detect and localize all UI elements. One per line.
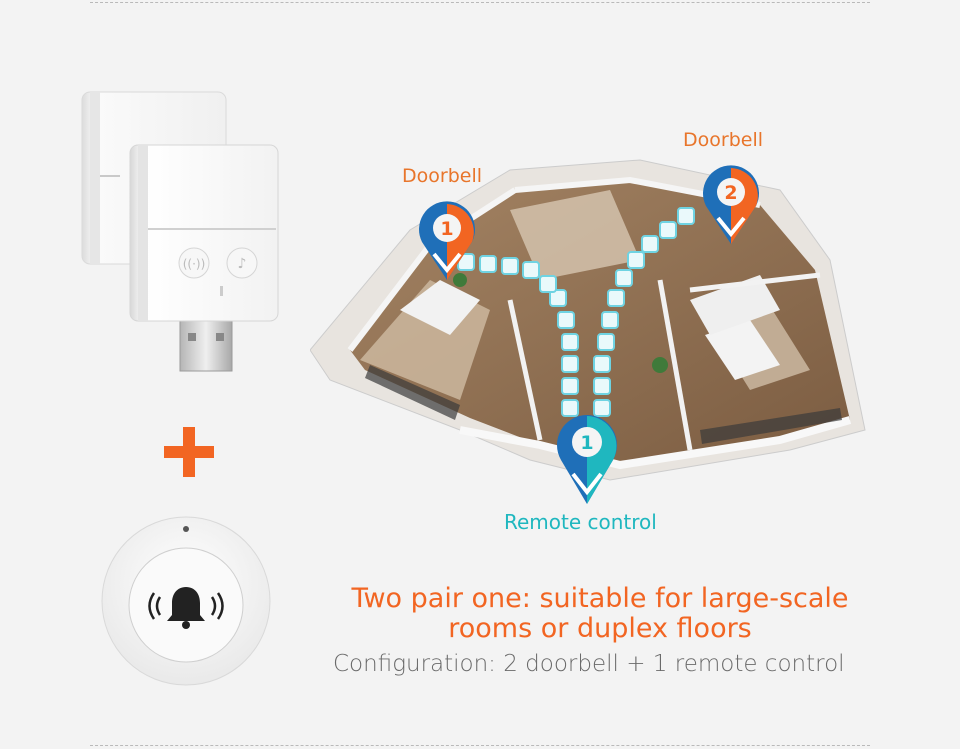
- bell-icon: [148, 587, 224, 629]
- arrow-path: [457, 207, 695, 417]
- remote-location-pin-icon: 1: [557, 415, 617, 504]
- svg-text:((·)): ((·)): [183, 257, 206, 271]
- remote-number: 1: [580, 432, 593, 454]
- bottom-divider: [90, 745, 870, 746]
- receiver-front: ((·)) ♪: [129, 144, 279, 372]
- doorbell-2-location-pin-icon: 2: [703, 165, 759, 244]
- configuration-text: Configuration: 2 doorbell + 1 remote con…: [333, 651, 845, 677]
- doorbell-2-number: 2: [724, 182, 737, 204]
- headline-line-2: rooms or duplex floors: [448, 613, 752, 644]
- top-divider: [90, 2, 870, 3]
- headline: Two pair one: suitable for large-scale r…: [320, 584, 880, 644]
- doorbell-2-label: Doorbell: [683, 129, 763, 151]
- headline-line-1: Two pair one: suitable for large-scale: [351, 583, 849, 614]
- plus-icon: [164, 427, 214, 477]
- svg-text:♪: ♪: [238, 256, 247, 272]
- doorbell-1-number: 1: [440, 218, 453, 240]
- remote-button: [101, 516, 271, 686]
- doorbell-1-label: Doorbell: [402, 165, 482, 187]
- remote-control-label: Remote control: [504, 510, 657, 534]
- doorbell-1-location-pin-icon: 1: [419, 201, 475, 280]
